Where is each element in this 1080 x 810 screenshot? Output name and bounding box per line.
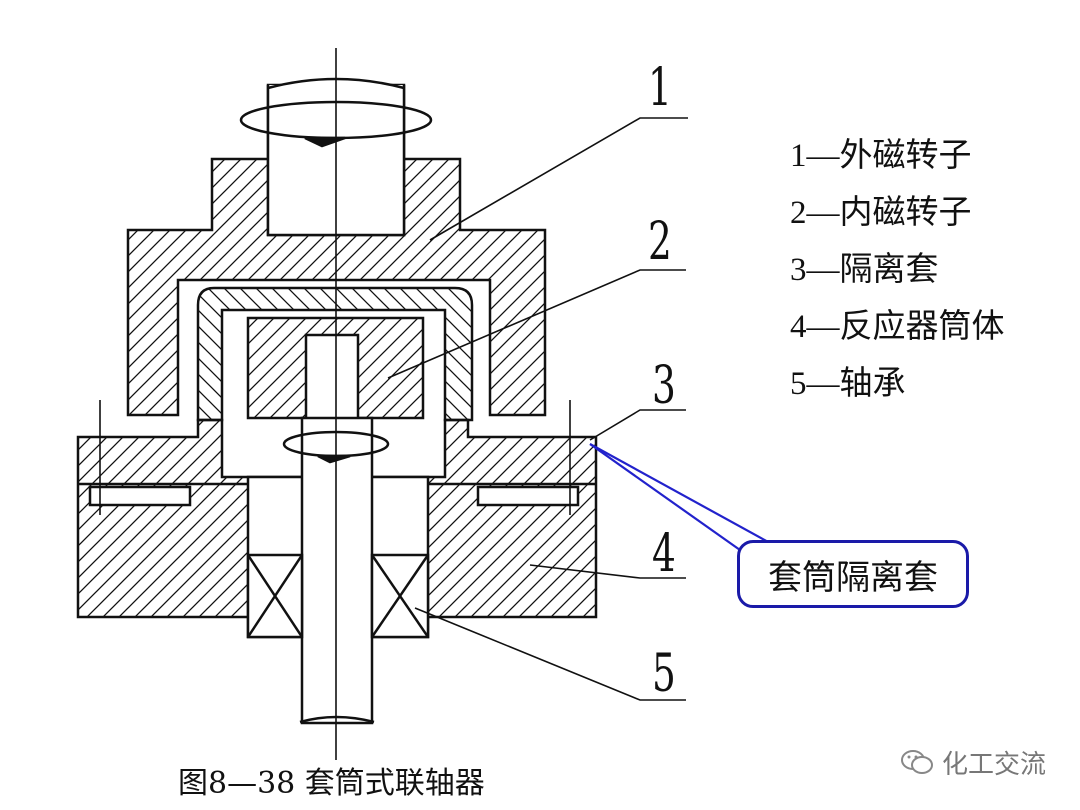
part-number-4: 4 bbox=[652, 524, 676, 584]
sleeve-callout-label: 套筒隔离套 bbox=[768, 557, 938, 598]
figure-caption: 图8—38 套筒式联轴器 bbox=[178, 766, 485, 801]
wechat-icon bbox=[901, 750, 933, 774]
lower-shaft bbox=[282, 416, 390, 725]
callout-pointer bbox=[589, 443, 771, 551]
watermark-text: 化工交流 bbox=[942, 749, 1047, 780]
legend-item: 5—轴承 bbox=[790, 366, 906, 402]
legend-item: 2—内磁转子 bbox=[790, 195, 972, 231]
part-number-5: 5 bbox=[652, 644, 676, 704]
bearings bbox=[246, 553, 430, 639]
legend-item: 4—反应器筒体 bbox=[790, 309, 1005, 345]
legend-item: 3—隔离套 bbox=[790, 252, 939, 288]
part-number-3: 3 bbox=[652, 356, 676, 416]
part-number-1: 1 bbox=[648, 58, 672, 118]
isolation-sleeve bbox=[196, 286, 474, 422]
parts-legend: 1—外磁转子 2—内磁转子 3—隔离套 4—反应器筒体 5—轴承 bbox=[790, 128, 1005, 413]
sleeve-callout-box: 套筒隔离套 bbox=[737, 540, 969, 608]
leader-lines bbox=[387, 117, 688, 701]
bolt-marks bbox=[99, 400, 571, 515]
watermark: 化工交流 bbox=[900, 742, 1046, 782]
legend-item: 1—外磁转子 bbox=[790, 138, 972, 174]
part-number-2: 2 bbox=[648, 212, 672, 272]
